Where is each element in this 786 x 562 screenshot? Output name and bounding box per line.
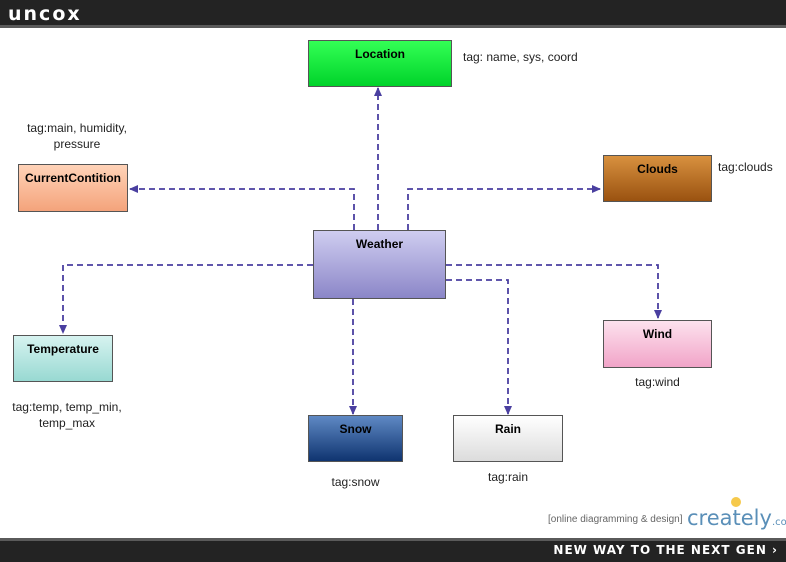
bottom-bar: NEW WAY TO THE NEXT GEN ›	[0, 538, 786, 562]
creately-sun-icon	[731, 497, 741, 507]
top-bar-stripe	[0, 25, 786, 28]
connector-weather-rain	[446, 279, 512, 415]
snow-tag: tag:snow	[331, 475, 380, 489]
wind-node[interactable]: Wind	[603, 320, 712, 368]
temperature-node[interactable]: Temperature	[13, 335, 113, 382]
current-condition-tag: tag:main, humidity, pressure	[27, 121, 127, 151]
temperature-tag: tag:temp, temp_min, temp_max	[12, 400, 122, 430]
connector-weather-wind	[446, 264, 662, 319]
snow-label: Snow	[339, 422, 372, 436]
bottom-bar-stripe	[0, 538, 786, 541]
weather-node[interactable]: Weather	[313, 230, 446, 299]
clouds-tag: tag:clouds	[718, 160, 773, 174]
wind-tag: tag:wind	[635, 375, 680, 389]
clouds-label: Clouds	[637, 162, 678, 176]
top-bar: uncox	[0, 0, 786, 28]
weather-label: Weather	[355, 237, 404, 251]
clouds-node[interactable]: Clouds	[603, 155, 712, 202]
connector-weather-temperature	[59, 264, 313, 334]
rain-label: Rain	[494, 422, 521, 436]
tagline: NEW WAY TO THE NEXT GEN ›	[553, 543, 778, 557]
location-label: Location	[355, 47, 405, 61]
rain-node[interactable]: Rain	[453, 415, 563, 462]
location-node[interactable]: Location	[308, 40, 452, 87]
current-condition-label: CurrentContition	[25, 171, 121, 185]
temperature-label: Temperature	[27, 342, 99, 356]
snow-node[interactable]: Snow	[308, 415, 403, 462]
current-condition-node[interactable]: CurrentContition	[18, 164, 128, 212]
creately-brand: creately	[687, 506, 772, 530]
connector-weather-current	[129, 185, 355, 230]
rain-tag: tag:rain	[487, 470, 529, 484]
connector-weather-clouds	[407, 185, 601, 230]
location-tag: tag: name, sys, coord	[463, 50, 578, 64]
wind-label: Wind	[642, 327, 673, 341]
creately-logo[interactable]: creately.com	[687, 506, 786, 530]
app-logo: uncox	[8, 3, 82, 25]
credit-text: [online diagramming & design]	[548, 514, 683, 525]
creately-brand-suffix: .com	[771, 517, 786, 528]
